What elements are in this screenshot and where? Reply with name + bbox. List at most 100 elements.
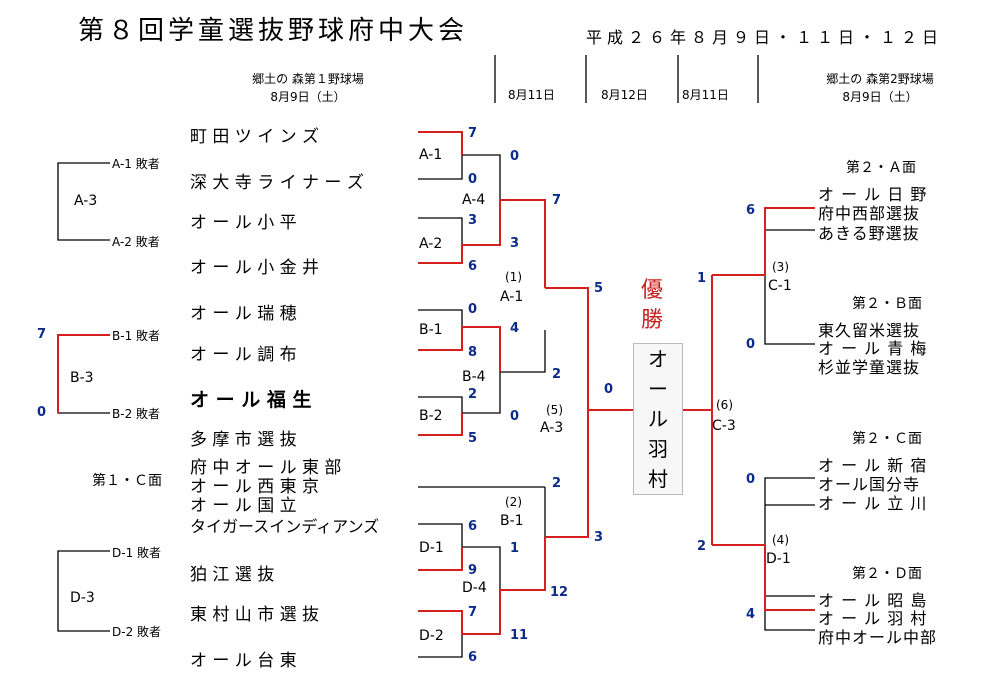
score-a4-bottom: 3 [510,236,520,251]
day-header-1: 8月11日 [508,88,555,102]
left-team-2: 深 大 寺 ラ イ ナ ー ズ [190,173,364,193]
score-m3-bottom: 0 [746,337,756,352]
match-label-d4: D-4 [462,580,487,596]
score-b3-top: 7 [37,327,47,342]
right-court-b: 第２・Ｂ面 [852,296,922,312]
score-b4-top: 4 [510,321,520,336]
match-label-m2: B-1 [500,513,524,529]
match-label-m3: C-1 [768,278,792,294]
match-num-2: (2) [505,495,522,509]
loser-label-d2: D-2 敗者 [112,625,162,639]
score-m5-top: 5 [594,281,604,296]
left-team-11: オ ー ル 国 立 [190,496,297,516]
left-team-6: オ ー ル 調 布 [190,345,297,365]
score-b2-bottom: 5 [468,431,478,446]
tournament-dates: 平成２６年８月９日・１１日・１２日 [586,28,944,47]
right-court-a: 第２・Ａ面 [846,160,916,176]
left-team-9: 府 中 オ ー ル 東 部 [190,458,342,478]
right-team-d1: オ ー ル 昭 島 [818,591,928,610]
match-label-a2: A-2 [419,236,443,252]
score-d4-bottom: 11 [510,628,529,643]
score-m4-top: 0 [746,472,756,487]
match-label-d2: D-2 [419,628,444,644]
champion-name: オ ー ル 羽 村 [633,343,683,495]
right-team-d2: オ ー ル 羽 村 [818,609,928,628]
score-b4-bottom: 0 [510,409,520,424]
match-label-b2: B-2 [419,408,443,424]
right-team-a1: オ ー ル 日 野 [818,185,928,204]
left-team-14: 東 村 山 市 選 抜 [190,605,320,625]
loser-label-a2: A-2 敗者 [112,235,160,249]
consolation-b3: B-3 [70,370,94,386]
match-num-1: (1) [505,270,522,284]
match-num-6: (6) [716,398,733,412]
score-b2-top: 2 [468,387,478,402]
match-label-m1: A-1 [500,289,524,305]
loser-label-a1: A-1 敗者 [112,157,160,171]
score-final-left: 0 [604,382,614,397]
match-label-b1: B-1 [419,322,443,338]
score-d2-top: 7 [468,605,478,620]
score-d1-top: 6 [468,519,478,534]
score-d1-bottom: 9 [468,563,478,578]
venue1-date: 8月9日（土） [270,90,346,104]
left-team-3: オ ー ル 小 平 [190,213,297,233]
score-m1-bottom: 2 [552,367,562,382]
score-b1-top: 0 [468,302,478,317]
match-label-d1: D-1 [419,540,444,556]
match-label-m5: A-3 [540,420,564,436]
score-b3-bottom: 0 [37,405,47,420]
right-court-d: 第２・Ｄ面 [852,566,922,582]
match-num-3: (3) [772,260,789,274]
champion-label-char-1: 優 [640,278,663,303]
right-court-c: 第２・Ｃ面 [852,431,922,447]
left-team-4: オ ー ル 小 金 井 [190,258,320,278]
left-team-15: オ ー ル 台 東 [190,651,297,671]
venue2-date: 8月9日（土） [842,90,918,104]
loser-label-b2: B-2 敗者 [112,407,161,421]
score-b1-bottom: 8 [468,345,478,360]
match-num-4: (4) [772,533,789,547]
day-header-2: 8月12日 [601,88,648,102]
score-m2-bottom: 12 [550,585,569,600]
score-d4-top: 1 [510,541,520,556]
left-team-7: オ ー ル 福 生 [190,389,312,411]
match-label-m4: D-1 [766,551,791,567]
score-m2-top: 3 [594,530,604,545]
right-team-a3: あきる野選抜 [818,224,920,243]
right-team-c2: オール国分寺 [818,475,921,494]
score-a2-top: 3 [468,213,478,228]
venue1-name: 郷土の 森第１野球場 [252,72,364,86]
loser-label-b1: B-1 敗者 [112,329,161,343]
score-m1-top: 7 [552,193,562,208]
score-a1-top: 7 [468,126,478,141]
champion-char-5: 村 [648,467,668,491]
venue2-name: 郷土の 森第2野球場 [826,72,934,86]
score-m6-top: 1 [697,271,707,286]
match-label-a1: A-1 [419,147,443,163]
right-team-c3: オ ー ル 立 川 [818,494,928,513]
score-a2-bottom: 6 [468,259,478,274]
left-team-13: 狛 江 選 抜 [190,565,275,585]
left-team-8: 多 摩 市 選 抜 [190,430,297,450]
match-label-m6: C-3 [712,418,736,434]
score-d2-bottom: 6 [468,650,478,665]
score-a1-bottom: 0 [468,172,478,187]
score-m6-bottom: 2 [697,539,707,554]
right-team-b3: 杉並学童選抜 [818,358,921,377]
left-team-5: オ ー ル 瑞 穂 [190,304,297,324]
champion-label-char-2: 勝 [640,308,663,333]
consolation-a3: A-3 [74,193,98,209]
right-team-b1: 東久留米選抜 [818,321,921,340]
left-team-10: オ ー ル 西 東 京 [190,477,320,497]
score-c-team: 2 [552,476,562,491]
c-court-label: 第１・Ｃ面 [92,473,162,489]
right-team-c1: オ ー ル 新 宿 [818,456,928,475]
right-team-d3: 府中オール中部 [818,628,938,647]
consolation-d3: D-3 [70,590,95,606]
champion-char-3: ル [648,407,668,431]
match-label-b4: B-4 [462,369,486,385]
match-num-5: (5) [546,403,563,417]
score-a4-top: 0 [510,149,520,164]
